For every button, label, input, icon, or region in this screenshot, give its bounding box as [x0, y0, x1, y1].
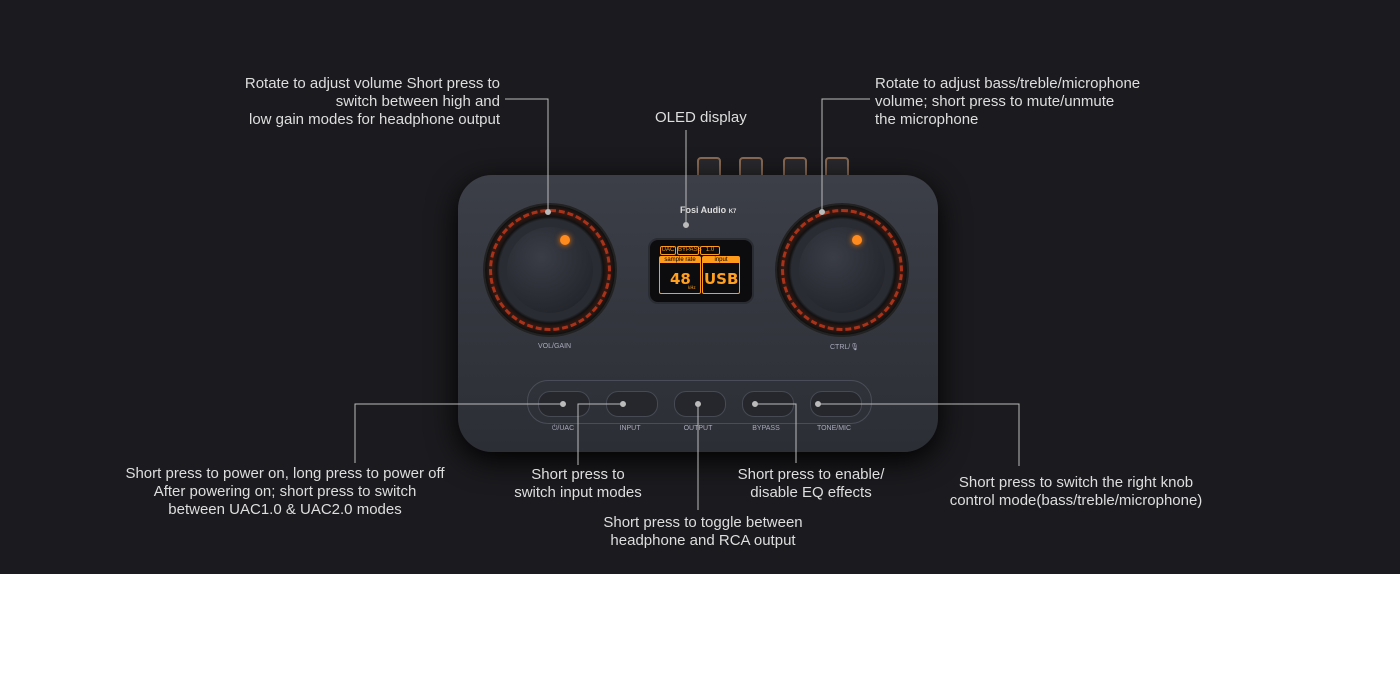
callout-input: Short press to switch input modes: [514, 466, 642, 501]
sample-rate-box: sample rate: [659, 256, 701, 294]
knob-led: [852, 235, 862, 245]
button-group: [527, 380, 872, 424]
brand-logo: Fosi Audio K7: [680, 205, 737, 215]
knob-led: [560, 235, 570, 245]
control-knob[interactable]: [777, 205, 907, 335]
ctrl-label: CTRL/🎙: [830, 344, 860, 351]
callout-power: Short press to power on, long press to p…: [125, 465, 445, 518]
input-box: input: [702, 256, 740, 294]
uac-tag: UAC: [660, 246, 676, 255]
callout-right-knob: Rotate to adjust bass/treble/microphone …: [875, 75, 1141, 128]
vol-gain-label: VOL/GAIN: [538, 343, 572, 350]
output-button[interactable]: [674, 391, 726, 417]
callout-output: Short press to toggle between headphone …: [603, 514, 803, 549]
callout-left-knob: Rotate to adjust volume Short press to s…: [244, 75, 500, 128]
callout-oled: OLED display: [655, 109, 747, 126]
input-label: input: [703, 257, 739, 263]
button-label: BYPASS: [752, 425, 780, 432]
button-label: ⏻/UAC: [551, 425, 575, 432]
sample-rate-label: sample rate: [660, 257, 700, 263]
button-label: TONE/MIC: [816, 425, 852, 432]
sample-rate-value: 48: [670, 270, 691, 288]
product-diagram: Fosi Audio K7 VOL/GAIN CTRL/🎙 UAC BYPASS…: [0, 0, 1400, 574]
bypass-tag: BYPASS: [677, 246, 702, 255]
input-value: USB: [704, 270, 739, 288]
callout-lines: [354, 98, 1020, 510]
callout-bypass: Short press to enable/ disable EQ effect…: [737, 466, 885, 501]
sample-rate-unit: kHz: [688, 285, 696, 290]
button-label: INPUT: [619, 425, 641, 432]
callout-tone: Short press to switch the right knob con…: [949, 474, 1203, 509]
version-tag: 1.0: [700, 246, 720, 255]
oled-display: UAC BYPASS 1.0 sample rate 48 kHz input …: [648, 238, 754, 304]
